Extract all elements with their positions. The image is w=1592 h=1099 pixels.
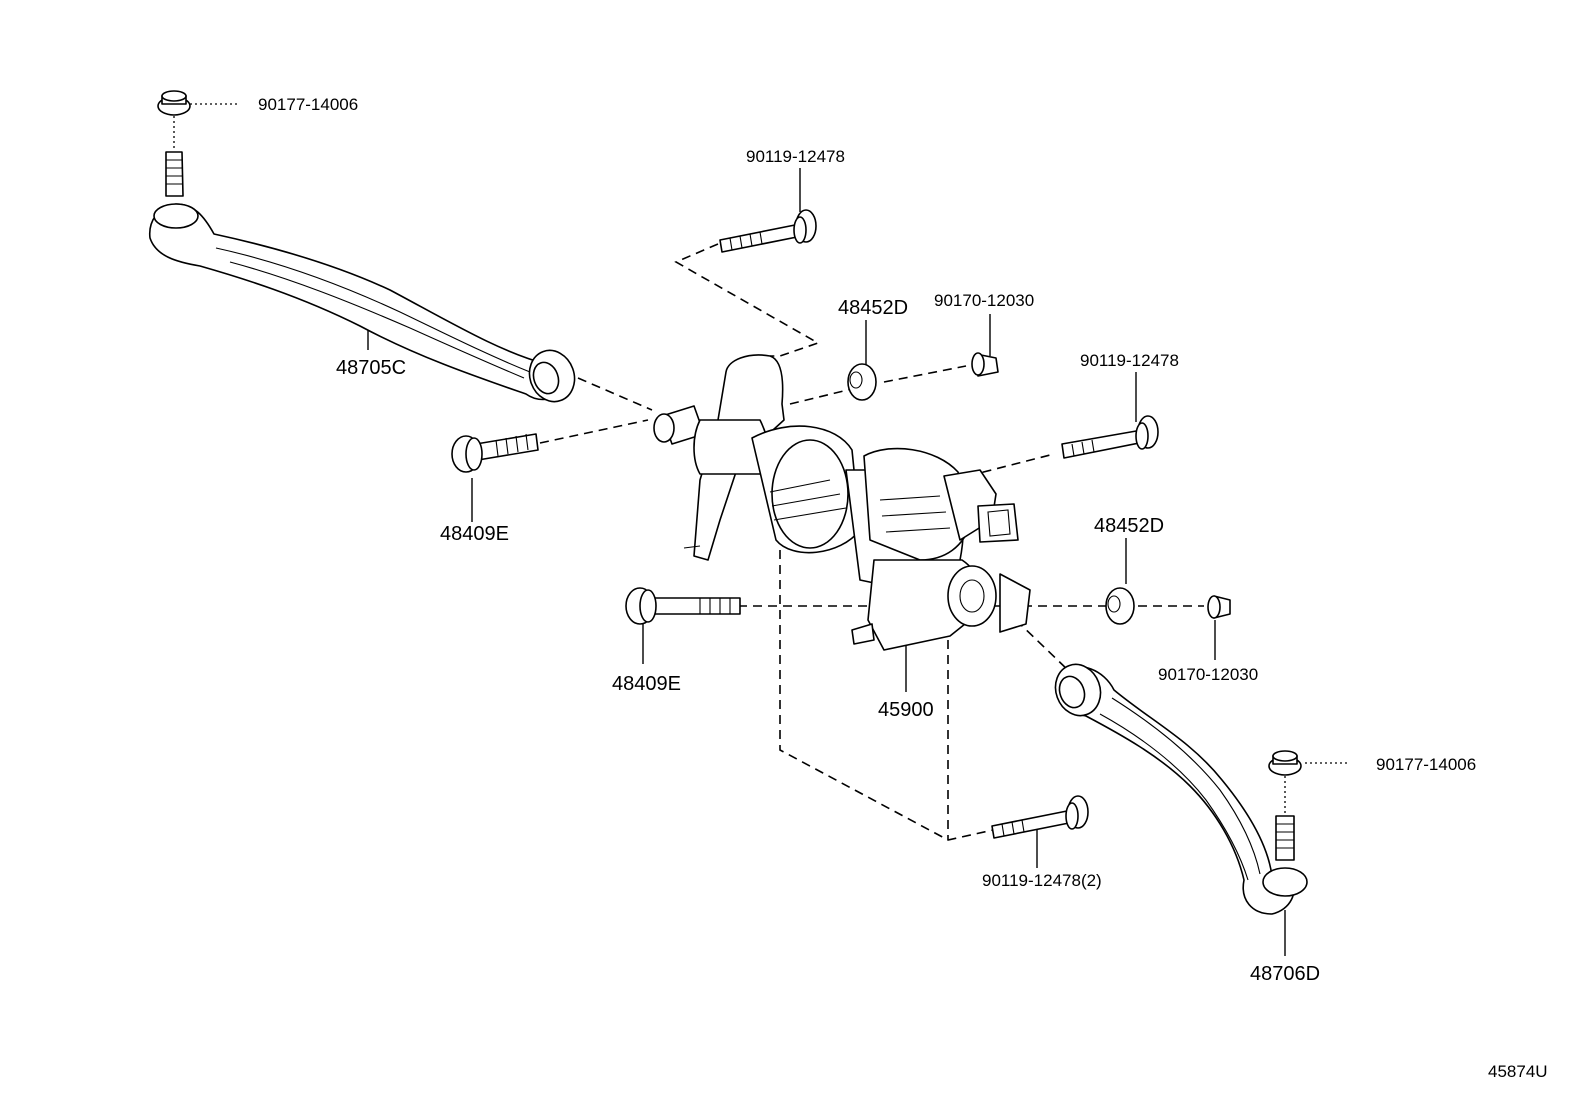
label-45900: 45900	[878, 699, 934, 721]
bolt-right	[1061, 415, 1159, 459]
bolt-top	[719, 209, 817, 253]
label-90177-14006-bottom-right: 90177-14006	[1376, 755, 1476, 774]
tie-rod-end-left	[149, 151, 576, 403]
nut-lower-right	[1207, 595, 1231, 619]
nut-bottom-right	[1268, 750, 1302, 776]
label-48452d-top: 48452D	[838, 297, 908, 319]
label-90119-12478-top: 90119-12478	[746, 147, 845, 166]
bolt-bottom	[991, 795, 1089, 839]
bolt-left-upper	[451, 433, 539, 473]
label-48409e-lower: 48409E	[612, 673, 681, 695]
steering-gear-assembly	[653, 354, 1031, 651]
label-90177-14006-top-left: 90177-14006	[258, 95, 358, 114]
leader-lines	[190, 103, 1348, 956]
bushing-right	[1105, 587, 1135, 625]
nut-top-right	[971, 352, 999, 377]
tie-rod-end-right	[1054, 663, 1308, 915]
label-90119-12478-bottom: 90119-12478(2)	[982, 871, 1102, 890]
label-48706d: 48706D	[1250, 963, 1320, 985]
label-48705c: 48705C	[336, 357, 406, 379]
bolt-left-lower	[625, 587, 741, 625]
label-48409e-upper: 48409E	[440, 523, 509, 545]
diagram-id: 45874U	[1488, 1062, 1548, 1081]
label-90170-12030-lower: 90170-12030	[1158, 665, 1258, 684]
nut-top-left	[157, 90, 191, 116]
label-90119-12478-right: 90119-12478	[1080, 351, 1179, 370]
bushing-top	[847, 363, 877, 401]
label-48452d-right: 48452D	[1094, 515, 1164, 537]
label-90170-12030-top: 90170-12030	[934, 291, 1034, 310]
callout-labels: 90177-14006 90119-12478 48705C 48452D 90…	[258, 95, 1548, 1081]
